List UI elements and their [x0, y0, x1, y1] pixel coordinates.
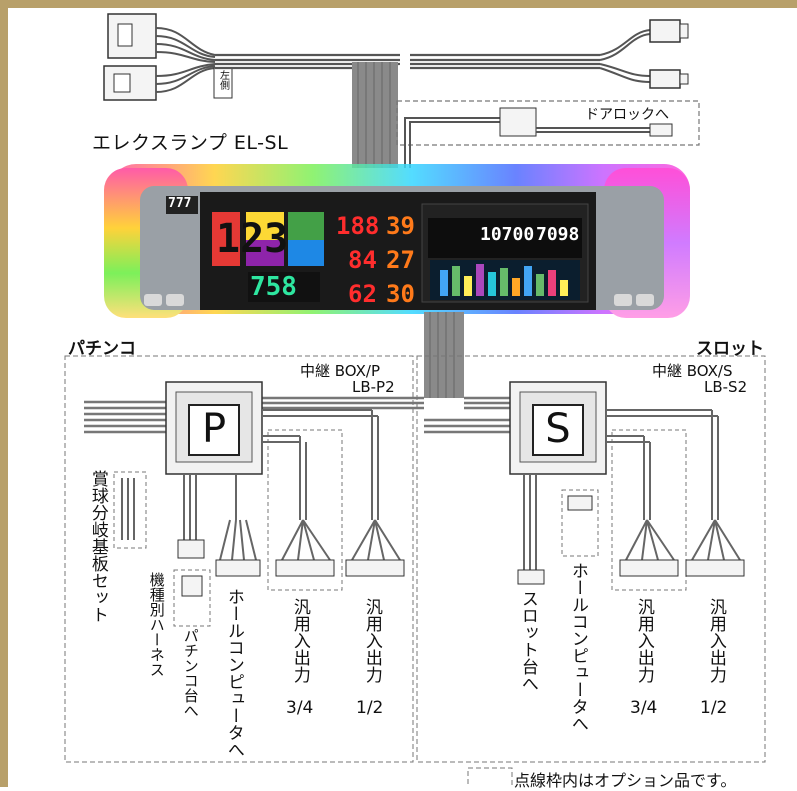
box-s-letter: S	[532, 404, 584, 456]
big-number: 123	[216, 216, 289, 262]
page-frame-top	[0, 0, 797, 8]
to-pachinko-label: パチンコ台へ	[181, 628, 200, 718]
box-s-name: 中継 BOX/S	[652, 362, 733, 380]
slot-io12-line2: 1/2	[700, 698, 728, 718]
slot-io34-line2: 3/4	[630, 698, 658, 718]
small-number: 758	[250, 272, 297, 302]
top-count: 777	[168, 196, 192, 211]
slot-title: スロット	[696, 339, 764, 359]
top-harness	[103, 13, 689, 168]
slot-frame	[416, 355, 766, 763]
row3-right: 30	[386, 280, 415, 308]
lamp-button-left-2	[166, 294, 184, 306]
door-lock-option	[396, 100, 700, 168]
slot-io12-line1: 汎用入出力	[705, 598, 726, 683]
door-lock-label: ドアロックへ	[585, 107, 669, 123]
pachinko-frame	[64, 355, 414, 763]
lamp-button-right-1	[614, 294, 632, 306]
lamp-unit	[104, 164, 690, 318]
box-s-model: LB-S2	[704, 378, 748, 396]
connector-right-upper	[649, 19, 681, 43]
connector-tag-label: 左側	[217, 70, 229, 90]
pachinko-wiring	[84, 381, 424, 627]
row1-left: 188	[336, 212, 380, 240]
row2-left: 84	[348, 246, 377, 274]
box-p-letter: P	[188, 404, 240, 456]
pachinko-io12-line1: 汎用入出力	[361, 598, 382, 683]
harness-label: 機種別ハーネス	[147, 572, 166, 677]
slot-hall-label: ホールコンピュータへ	[567, 562, 588, 732]
row3-left: 62	[348, 280, 377, 308]
slot-wiring	[424, 381, 745, 591]
to-slot-label: スロット台へ	[517, 590, 538, 692]
connector-right-lower	[649, 69, 681, 89]
top-count-badge	[166, 196, 198, 214]
small-number-bg	[248, 272, 320, 302]
lamp-button-right-2	[636, 294, 654, 306]
product-name: エレクスランプ EL-SL	[92, 132, 289, 154]
pachinko-io34-line2: 3/4	[286, 698, 314, 718]
pachinko-hall-label: ホールコンピュータへ	[223, 588, 244, 758]
row2-right: 27	[386, 246, 415, 274]
branch-board-label: 賞球分岐基板セット	[87, 470, 108, 623]
pachinko-io34-line1: 汎用入出力	[289, 598, 310, 683]
pachinko-io12-line2: 1/2	[356, 698, 384, 718]
screen-value-1: 10700	[480, 224, 535, 245]
box-p-model: LB-P2	[352, 378, 395, 396]
row1-right: 39	[386, 212, 415, 240]
page-frame-left	[0, 0, 8, 787]
box-p-name: 中継 BOX/P	[300, 362, 381, 380]
lamp-button-left-1	[144, 294, 162, 306]
pachinko-title: パチンコ	[68, 339, 136, 359]
legend-swatch	[467, 767, 513, 787]
screen-value-2: 7098	[536, 224, 580, 245]
legend-text: 点線枠内はオプション品です。	[514, 771, 737, 790]
slot-io34-line1: 汎用入出力	[633, 598, 654, 683]
